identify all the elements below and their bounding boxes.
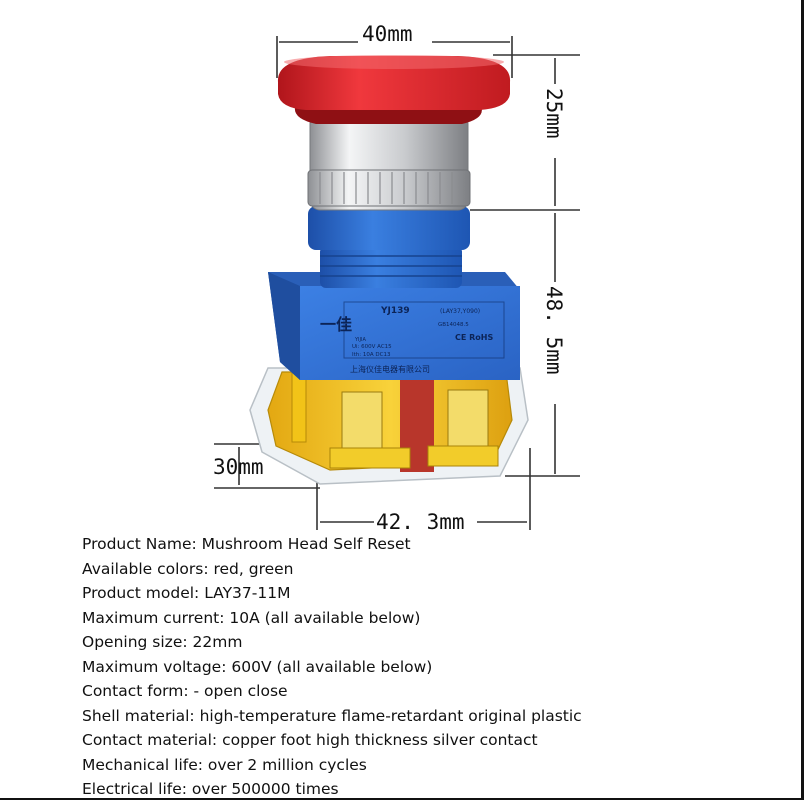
dim-label-body-width: 42. 3mm xyxy=(376,510,465,534)
frame-border-bottom xyxy=(0,798,804,800)
product-illustration: 一佳 YIJIA YJ139 (LAY37,Y090) GB14048.5 Ui… xyxy=(213,22,580,534)
dimension-lines xyxy=(214,36,580,530)
spec-available-colors: Available colors: red, green xyxy=(82,559,294,578)
spec-mechanical-life: Mechanical life: over 2 million cycles xyxy=(82,755,367,774)
cert-print: CE RoHS xyxy=(455,333,493,342)
dim-label-body-height: 48. 5mm xyxy=(542,286,566,375)
contact-block-base xyxy=(249,291,529,485)
spec-max-voltage: Maximum voltage: 600V (all available bel… xyxy=(82,657,433,676)
spec-contact-form: Contact form: - open close xyxy=(82,682,288,700)
red-mushroom-cap xyxy=(277,55,511,124)
spec-electrical-life: Electrical life: over 500000 times xyxy=(82,780,339,798)
rating-line-2: Ith: 10A DC13 xyxy=(352,352,391,358)
spec-max-current: Maximum current: 10A (all available belo… xyxy=(82,608,421,627)
rating-line-1: Ui: 600V AC15 xyxy=(352,344,392,350)
silver-ring xyxy=(307,113,471,211)
standard-print: GB14048.5 xyxy=(438,322,469,328)
spec-list: Product Name: Mushroom Head Self Reset A… xyxy=(82,532,782,802)
dim-label-head-height: 25mm xyxy=(542,88,566,139)
company-print: 上海仪佳电器有限公司 xyxy=(350,364,430,374)
spec-shell-material: Shell material: high-temperature flame-r… xyxy=(82,706,582,725)
model-alt-print: (LAY37,Y090) xyxy=(440,308,480,315)
blue-nut xyxy=(308,206,470,288)
dim-label-body-depth: 30mm xyxy=(213,455,264,479)
spec-product-model: Product model: LAY37-11M xyxy=(82,584,291,602)
brand-mark: 一佳 xyxy=(320,315,352,334)
spec-contact-material: Contact material: copper foot high thick… xyxy=(82,731,538,749)
spec-product-name: Product Name: Mushroom Head Self Reset xyxy=(82,535,411,553)
blue-housing: 一佳 YIJIA YJ139 (LAY37,Y090) GB14048.5 Ui… xyxy=(268,272,520,380)
spec-opening-size: Opening size: 22mm xyxy=(82,633,243,651)
frame-border-right xyxy=(801,0,804,800)
model-print: YJ139 xyxy=(380,306,410,316)
brand-sub: YIJIA xyxy=(354,337,366,343)
dim-label-head-width: 40mm xyxy=(362,22,413,46)
